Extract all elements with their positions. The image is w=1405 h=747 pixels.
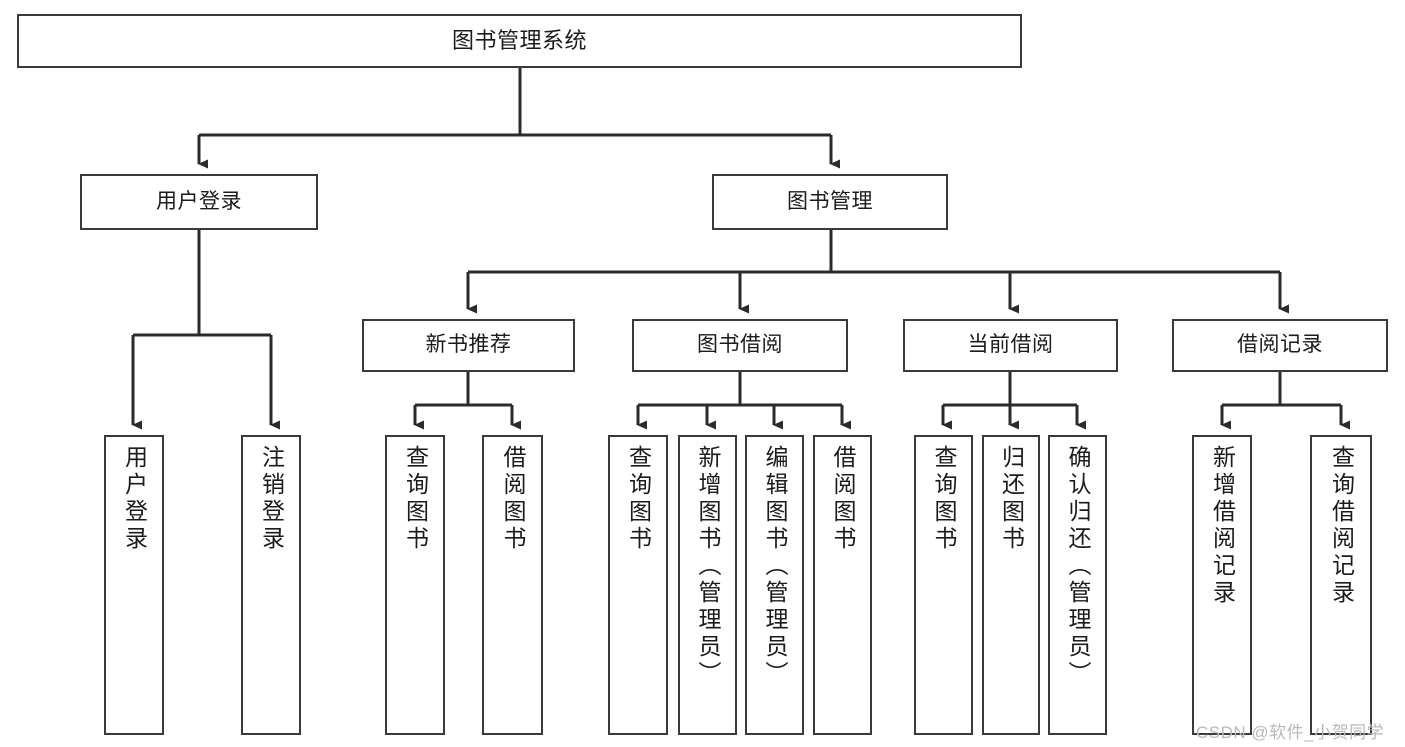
node-leaf-query-borrow-record-label: 查询借阅记录 <box>1328 445 1355 607</box>
node-new-book-recommend-label: 新书推荐 <box>425 333 512 357</box>
node-leaf-add-book[interactable]: 新增图书（管理员） <box>678 435 737 735</box>
node-current-borrow[interactable]: 当前借阅 <box>903 319 1118 372</box>
node-leaf-edit-book[interactable]: 编辑图书（管理员） <box>745 435 804 735</box>
node-leaf-user-login[interactable]: 用户登录 <box>104 435 164 735</box>
node-book-management-label: 图书管理 <box>787 189 873 213</box>
node-leaf-query-book-borrow[interactable]: 查询图书 <box>608 435 668 735</box>
node-leaf-return-book-label: 归还图书 <box>998 445 1025 553</box>
node-leaf-confirm-return[interactable]: 确认归还（管理员） <box>1048 435 1107 735</box>
node-leaf-query-borrow-record[interactable]: 查询借阅记录 <box>1310 435 1372 735</box>
node-user-login-label: 用户登录 <box>156 189 242 213</box>
node-root-label: 图书管理系统 <box>451 28 587 54</box>
node-root[interactable]: 图书管理系统 <box>17 14 1022 68</box>
node-leaf-borrow-book-recommend[interactable]: 借阅图书 <box>482 435 543 735</box>
node-leaf-borrow-book[interactable]: 借阅图书 <box>813 435 872 735</box>
csdn-watermark: CSDN @软件_小贺同学 <box>1196 723 1385 742</box>
node-leaf-borrow-book-recommend-label: 借阅图书 <box>500 445 526 553</box>
node-leaf-add-book-label: 新增图书（管理员） <box>695 445 721 688</box>
node-current-borrow-label: 当前借阅 <box>967 333 1054 357</box>
node-leaf-query-book-recommend-label: 查询图书 <box>402 445 429 553</box>
node-leaf-add-borrow-record[interactable]: 新增借阅记录 <box>1192 435 1252 735</box>
node-leaf-query-book-current-label: 查询图书 <box>931 445 957 553</box>
node-leaf-add-borrow-record-label: 新增借阅记录 <box>1209 445 1236 607</box>
node-leaf-logout-label: 注销登录 <box>258 445 285 553</box>
node-borrow-record-label: 借阅记录 <box>1237 333 1323 357</box>
node-book-borrow[interactable]: 图书借阅 <box>632 319 848 372</box>
node-book-management[interactable]: 图书管理 <box>712 174 948 230</box>
node-book-borrow-label: 图书借阅 <box>697 333 783 357</box>
node-new-book-recommend[interactable]: 新书推荐 <box>362 319 575 372</box>
node-leaf-user-login-label: 用户登录 <box>121 445 148 553</box>
node-leaf-borrow-book-label: 借阅图书 <box>830 445 856 553</box>
node-leaf-query-book-borrow-label: 查询图书 <box>625 445 652 553</box>
node-leaf-query-book-recommend[interactable]: 查询图书 <box>385 435 445 735</box>
node-borrow-record[interactable]: 借阅记录 <box>1172 319 1388 372</box>
node-leaf-logout[interactable]: 注销登录 <box>241 435 301 735</box>
node-leaf-query-book-current[interactable]: 查询图书 <box>914 435 973 735</box>
node-leaf-edit-book-label: 编辑图书（管理员） <box>762 445 788 688</box>
node-leaf-confirm-return-label: 确认归还（管理员） <box>1065 445 1091 688</box>
node-user-login[interactable]: 用户登录 <box>80 174 318 230</box>
node-leaf-return-book[interactable]: 归还图书 <box>982 435 1040 735</box>
